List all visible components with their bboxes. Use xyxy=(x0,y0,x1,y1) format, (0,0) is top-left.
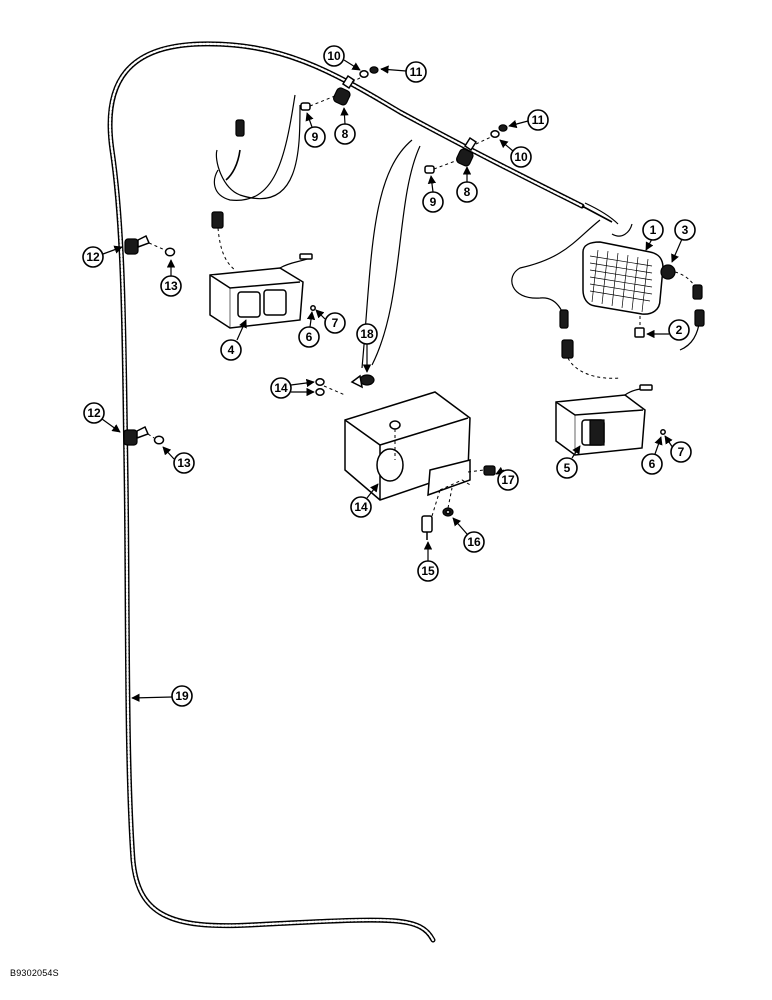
callout-8-left: 8 xyxy=(334,107,356,145)
figure-code: B9302054S xyxy=(10,968,59,978)
callout-9-left: 9 xyxy=(304,112,326,148)
lamp-4 xyxy=(209,119,316,329)
callout-label: 13 xyxy=(164,279,178,293)
callout-label: 10 xyxy=(514,150,528,164)
callout-label: 15 xyxy=(421,564,435,578)
clip-8-right xyxy=(455,136,478,167)
callout-15: 15 xyxy=(417,541,439,582)
callout-label: 7 xyxy=(678,445,685,459)
callout-label: 6 xyxy=(649,457,656,471)
callout-11-right: 11 xyxy=(508,109,549,131)
callout-16: 16 xyxy=(452,517,485,553)
callout-label: 16 xyxy=(467,535,481,549)
callout-12-lower: 12 xyxy=(83,402,121,433)
callout-label: 17 xyxy=(501,473,515,487)
callout-10-right: 10 xyxy=(499,139,532,168)
callout-label: 8 xyxy=(342,127,349,141)
lamp-5 xyxy=(555,309,666,456)
callout-label: 13 xyxy=(177,456,191,470)
nut-10-11-right xyxy=(475,124,508,145)
callout-label: 14 xyxy=(274,381,288,395)
callout-13-lower: 13 xyxy=(162,446,195,474)
callout-6-left: 6 xyxy=(298,311,320,348)
callout-label: 7 xyxy=(332,316,339,330)
callout-label: 19 xyxy=(175,689,189,703)
callout-label: 9 xyxy=(430,195,437,209)
clip-12-upper xyxy=(124,234,176,257)
main-harness xyxy=(107,41,619,943)
callout-7-right: 7 xyxy=(664,435,692,463)
callout-4: 4 xyxy=(220,319,247,361)
callout-label: 4 xyxy=(228,343,235,357)
callout-19: 19 xyxy=(131,685,193,707)
callout-label: 9 xyxy=(312,130,319,144)
work-lamp-1 xyxy=(582,241,705,338)
callout-11-left: 11 xyxy=(380,61,427,83)
callout-label: 6 xyxy=(306,330,313,344)
nut-10-11-left xyxy=(351,66,379,83)
screw-9-right xyxy=(424,159,459,174)
callout-label: 11 xyxy=(532,113,545,127)
callout-10-left: 10 xyxy=(323,45,361,71)
screw-9-left xyxy=(300,95,336,111)
callout-14-bracket: 14 xyxy=(350,483,379,518)
callout-label: 3 xyxy=(682,223,689,237)
callout-2: 2 xyxy=(646,319,690,341)
callout-14-nuts: 14 xyxy=(270,377,315,399)
callout-label: 1 xyxy=(650,223,657,237)
callout-13-upper: 13 xyxy=(160,259,182,297)
clip-8-left xyxy=(332,74,356,106)
callout-5: 5 xyxy=(556,445,581,479)
callout-label: 10 xyxy=(327,49,341,63)
callout-9-right: 9 xyxy=(422,175,444,213)
callout-8-right: 8 xyxy=(456,166,478,203)
callout-label: 2 xyxy=(676,323,683,337)
callout-17: 17 xyxy=(495,466,519,491)
callout-18: 18 xyxy=(356,323,378,373)
clip-12-lower xyxy=(123,425,165,446)
branch-wires xyxy=(213,94,701,369)
callout-label: 14 xyxy=(354,500,368,514)
callout-3: 3 xyxy=(671,219,696,263)
callout-label: 11 xyxy=(410,65,423,79)
callout-label: 5 xyxy=(564,461,571,475)
callout-7-left: 7 xyxy=(315,309,346,334)
bracket-14 xyxy=(315,374,496,540)
callout-label: 12 xyxy=(87,406,101,420)
callout-1: 1 xyxy=(642,219,664,251)
callout-label: 18 xyxy=(360,327,374,341)
callout-6-right: 6 xyxy=(641,436,663,475)
callout-12-upper: 12 xyxy=(82,245,123,268)
callout-label: 12 xyxy=(86,250,100,264)
callout-label: 8 xyxy=(464,185,471,199)
